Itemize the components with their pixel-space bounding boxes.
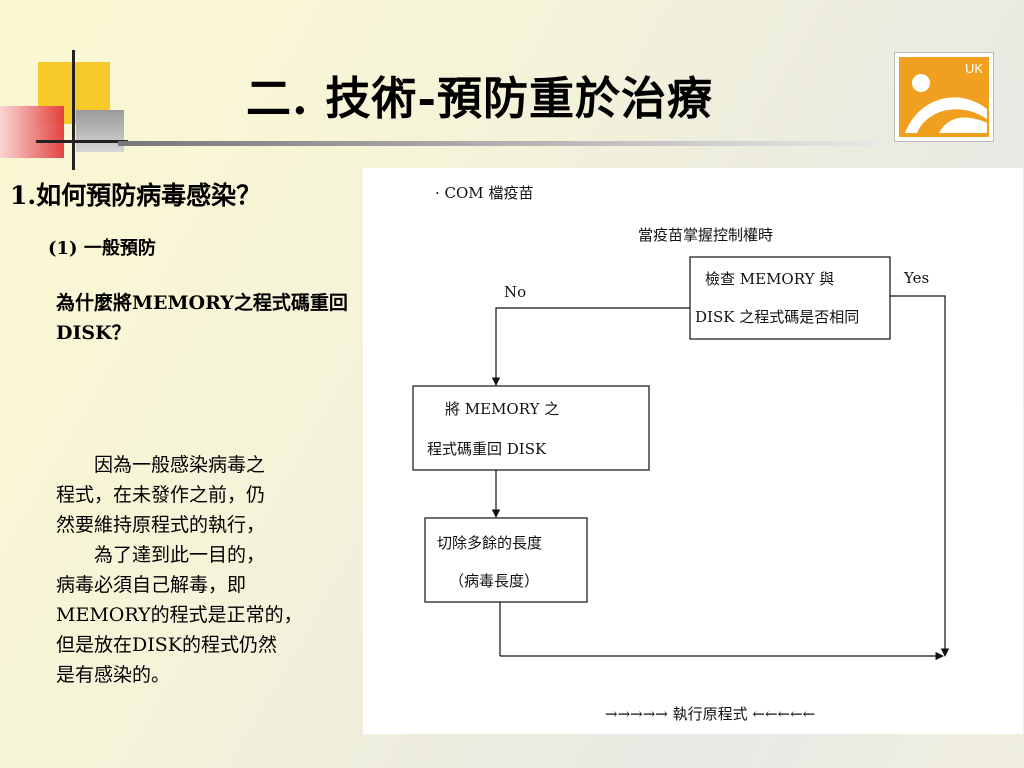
yes-label: Yes bbox=[903, 269, 929, 287]
sub-heading: (1) 一般預防 bbox=[48, 238, 156, 259]
decor-vertical-line bbox=[72, 50, 75, 170]
yes-arrow bbox=[890, 295, 950, 657]
explanation-line: 但是放在DISK的程式仍然 bbox=[56, 634, 277, 656]
logo: UK bbox=[894, 52, 994, 142]
title-underline bbox=[118, 141, 878, 146]
run-original-label: →→→→→ 執行原程式 ←←←←← bbox=[605, 705, 815, 723]
page-title: 二. 技術-預防重於治療 bbox=[246, 72, 714, 125]
explanation-paragraph: 因為一般感染病毒之 程式，在未發作之前，仍 然要維持原程式的執行， 為了達到此一… bbox=[56, 450, 376, 690]
no-arrow bbox=[491, 307, 690, 386]
decor-horizontal-line bbox=[36, 140, 128, 143]
diagram-header: · COM 檔疫苗 bbox=[435, 184, 533, 202]
explanation-line: 因為一般感染病毒之 bbox=[94, 454, 266, 476]
cut-box-line2: （病毒長度） bbox=[449, 572, 539, 590]
restore-box-line1: 將 MEMORY 之 bbox=[445, 400, 559, 418]
restore-box bbox=[412, 385, 650, 471]
logo-swirl-icon bbox=[905, 74, 987, 133]
explanation-line: MEMORY的程式是正常的， bbox=[56, 604, 303, 626]
flowchart-panel: · COM 檔疫苗 當疫苗掌握控制權時 檢查 MEMORY 與 DISK 之程式… bbox=[363, 168, 1023, 734]
check-box-line1: 檢查 MEMORY 與 bbox=[705, 270, 834, 288]
decor-grey-square bbox=[76, 110, 124, 152]
cut-box bbox=[424, 517, 588, 603]
condition-label: 當疫苗掌握控制權時 bbox=[638, 226, 773, 244]
check-box bbox=[689, 256, 891, 340]
explanation-line: 程式，在未發作之前，仍 bbox=[56, 484, 266, 506]
logo-mark: UK bbox=[899, 57, 989, 137]
explanation-line: 然要維持原程式的執行， bbox=[56, 514, 266, 536]
flowchart: · COM 檔疫苗 當疫苗掌握控制權時 檢查 MEMORY 與 DISK 之程式… bbox=[412, 184, 950, 723]
check-box-line2: DISK 之程式碼是否相同 bbox=[695, 308, 859, 326]
decor-red-square bbox=[0, 106, 64, 158]
explanation-line: 是有感染的。 bbox=[56, 664, 171, 686]
explanation-line: 為了達到此一目的， bbox=[94, 544, 266, 566]
restore-box-line2: 程式碼重回 DISK bbox=[427, 440, 547, 458]
no-label: No bbox=[504, 283, 526, 301]
logo-text: UK bbox=[964, 61, 983, 76]
explanation-line: 病毒必須自己解毒，即 bbox=[56, 574, 247, 596]
question-text: 為什麼將MEMORY之程式碼重回DISK？ bbox=[56, 292, 348, 344]
section-heading: 1.如何預防病毒感染？ bbox=[10, 181, 262, 210]
cut-box-line1: 切除多餘的長度 bbox=[437, 534, 542, 552]
